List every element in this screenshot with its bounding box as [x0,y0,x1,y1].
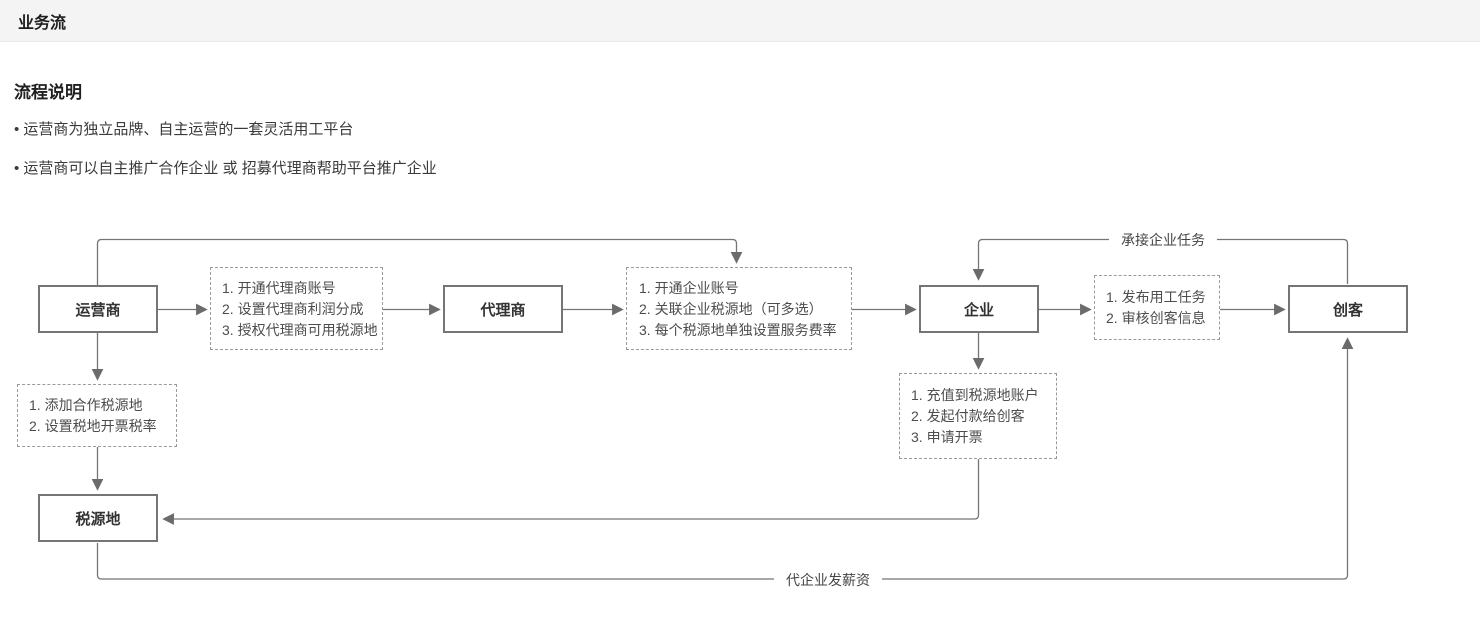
step-line: 3. 每个税源地单独设置服务费率 [639,322,837,338]
page-title: 业务流 [18,14,67,32]
step-line: 1. 发布用工任务 [1106,289,1206,305]
step-line: 3. 授权代理商可用税源地 [222,322,378,338]
step-line: 1. 开通代理商账号 [222,280,336,296]
description-bullet: • 运营商可以自主推广合作企业 或 招募代理商帮助平台推广企业 [14,160,437,177]
description-bullet: • 运营商为独立品牌、自主运营的一套灵活用工平台 [14,121,354,138]
step-line: 2. 设置税地开票税率 [29,418,157,434]
step-line: 1. 充值到税源地账户 [911,387,1039,403]
node-tax-source: 税源地 [38,494,158,542]
node-enterprise: 企业 [919,285,1039,333]
step-line: 2. 发起付款给创客 [911,408,1025,424]
steps-agent-setup: 1. 开通代理商账号 2. 设置代理商利润分成 3. 授权代理商可用税源地 [210,267,383,350]
step-line: 2. 审核创客信息 [1106,310,1206,326]
steps-enterprise-setup: 1. 开通企业账号 2. 关联企业税源地（可多选） 3. 每个税源地单独设置服务… [626,267,852,350]
edge-label-pay-salary: 代企业发薪资 [774,568,882,592]
steps-payment: 1. 充值到税源地账户 2. 发起付款给创客 3. 申请开票 [899,373,1057,459]
step-line: 1. 添加合作税源地 [29,397,143,413]
node-maker: 创客 [1288,285,1408,333]
step-line: 3. 申请开票 [911,429,983,445]
step-line: 1. 开通企业账号 [639,280,739,296]
step-line: 2. 关联企业税源地（可多选） [639,301,823,317]
steps-tax-setup: 1. 添加合作税源地 2. 设置税地开票税率 [17,384,177,447]
node-operator: 运营商 [38,285,158,333]
step-line: 2. 设置代理商利润分成 [222,301,364,317]
steps-task-publish: 1. 发布用工任务 2. 审核创客信息 [1094,275,1220,340]
node-agent: 代理商 [443,285,563,333]
process-description-heading: 流程说明 [14,83,82,102]
edge-label-accept-task: 承接企业任务 [1109,228,1217,252]
page-header: 业务流 [0,0,1480,42]
